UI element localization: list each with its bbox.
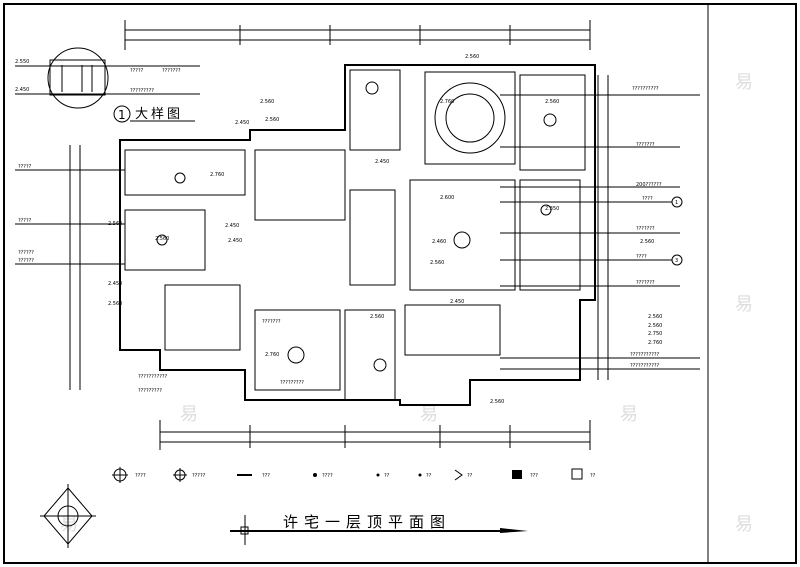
svg-text:???????: ??????? xyxy=(636,226,655,232)
svg-text:2.450: 2.450 xyxy=(108,281,122,287)
svg-text:???????: ??????? xyxy=(262,319,281,325)
svg-text:2.450: 2.450 xyxy=(228,238,242,244)
svg-text:?????????: ????????? xyxy=(138,388,162,394)
svg-text:2.750: 2.750 xyxy=(648,331,662,337)
svg-text:??: ?? xyxy=(467,473,473,479)
svg-text:?????????: ????????? xyxy=(130,88,154,94)
svg-text:2.560: 2.560 xyxy=(430,260,444,266)
svg-text:???: ??? xyxy=(262,473,270,479)
legend: ???? ????? ??? ???? ?? ?? ?? ??? ?? xyxy=(112,467,596,483)
svg-text:??????????: ?????????? xyxy=(632,86,659,92)
svg-text:2.560: 2.560 xyxy=(155,236,169,242)
svg-text:??: ?? xyxy=(590,473,596,479)
svg-text:2.560: 2.560 xyxy=(265,117,279,123)
svg-text:200??????: 200?????? xyxy=(636,182,662,188)
svg-text:???????????: ??????????? xyxy=(630,363,660,369)
svg-text:??????: ?????? xyxy=(18,258,34,264)
svg-text:大样图: 大样图 xyxy=(135,107,183,122)
svg-text:2.760: 2.760 xyxy=(648,340,662,346)
svg-text:1: 1 xyxy=(118,108,126,122)
svg-text:2.760: 2.760 xyxy=(210,172,224,178)
svg-text:许宅一层顶平面图: 许宅一层顶平面图 xyxy=(283,513,451,531)
svg-text:?????: ????? xyxy=(18,218,32,224)
svg-text:?????: ????? xyxy=(130,68,144,74)
ceiling-lamp-icon xyxy=(112,467,128,483)
top-dimensions xyxy=(124,20,591,50)
svg-text:2.560: 2.560 xyxy=(370,314,384,320)
svg-text:?????: ????? xyxy=(18,164,32,170)
svg-text:1: 1 xyxy=(675,200,678,206)
svg-text:????: ???? xyxy=(636,254,647,260)
svg-text:易: 易 xyxy=(420,404,438,425)
exhaust-fan-icon xyxy=(512,470,522,479)
svg-text:2.600: 2.600 xyxy=(440,195,454,201)
bottom-dimensions xyxy=(159,420,591,450)
spotlight-icon xyxy=(313,473,317,477)
svg-text:2.560: 2.560 xyxy=(490,399,504,405)
svg-text:2.760: 2.760 xyxy=(265,352,279,358)
svg-text:???????????: ??????????? xyxy=(630,352,660,358)
downlight-large-icon xyxy=(173,468,187,482)
svg-text:2.450: 2.450 xyxy=(450,299,464,305)
svg-text:?????????: ????????? xyxy=(280,380,304,386)
north-arrow-icon xyxy=(40,484,96,548)
svg-text:2.450: 2.450 xyxy=(235,120,249,126)
svg-text:2.560: 2.560 xyxy=(465,54,479,60)
svg-text:2.450: 2.450 xyxy=(375,159,389,165)
svg-text:2.350: 2.350 xyxy=(545,206,559,212)
svg-text:易: 易 xyxy=(620,404,638,425)
svg-text:易: 易 xyxy=(735,294,753,315)
svg-text:2.460: 2.460 xyxy=(432,239,446,245)
svg-text:????: ???? xyxy=(322,473,333,479)
svg-text:2.450: 2.450 xyxy=(225,223,239,229)
svg-text:易: 易 xyxy=(60,514,78,535)
svg-text:2.560: 2.560 xyxy=(108,301,122,307)
small-downlight-icon xyxy=(376,473,380,477)
svg-text:????: ???? xyxy=(135,473,146,479)
detail-callout: 2.550 2.450 ????? ??????? ????????? 1 大样… xyxy=(15,47,200,123)
watermark-layer: 易 易 易 易 易 易 易 xyxy=(60,72,753,535)
wall-lamp-icon xyxy=(454,469,463,481)
vent-grille-icon xyxy=(571,468,583,480)
svg-text:??: ?? xyxy=(426,473,432,479)
svg-text:2.560: 2.560 xyxy=(648,323,662,329)
svg-text:??: ?? xyxy=(384,473,390,479)
svg-text:2.450: 2.450 xyxy=(15,87,29,93)
floor-plan: 2.560 2.760 2.560 2.560 2.450 2.560 2.45… xyxy=(119,54,596,406)
svg-text:??????: ?????? xyxy=(18,250,34,256)
svg-text:2.550: 2.550 xyxy=(15,59,29,65)
svg-text:???????: ??????? xyxy=(636,142,655,148)
svg-text:????: ???? xyxy=(642,196,653,202)
right-annotations: ?????????? ??????? 200?????? ???? ??????… xyxy=(500,86,700,370)
svg-text:???????: ??????? xyxy=(636,280,655,286)
svg-text:2.560: 2.560 xyxy=(648,314,662,320)
svg-text:2.560: 2.560 xyxy=(545,99,559,105)
small-downlight-alt-icon xyxy=(418,473,422,477)
svg-text:易: 易 xyxy=(735,514,753,535)
svg-text:易: 易 xyxy=(735,72,753,93)
svg-text:???????????: ??????????? xyxy=(138,374,168,380)
drawing-frame xyxy=(3,3,797,564)
svg-text:2.560: 2.560 xyxy=(260,99,274,105)
svg-text:易: 易 xyxy=(180,404,198,425)
svg-text:???????: ??????? xyxy=(162,68,181,74)
svg-text:???: ??? xyxy=(530,473,538,479)
drawing-title: 许宅一层顶平面图 xyxy=(230,513,528,545)
svg-text:?????: ????? xyxy=(192,473,206,479)
svg-text:3: 3 xyxy=(675,258,678,264)
svg-text:2.560: 2.560 xyxy=(640,239,654,245)
left-annotations: ????? ????? ?????? ?????? 2.560 2.450 2.… xyxy=(15,164,168,394)
svg-text:2.760: 2.760 xyxy=(440,99,454,105)
